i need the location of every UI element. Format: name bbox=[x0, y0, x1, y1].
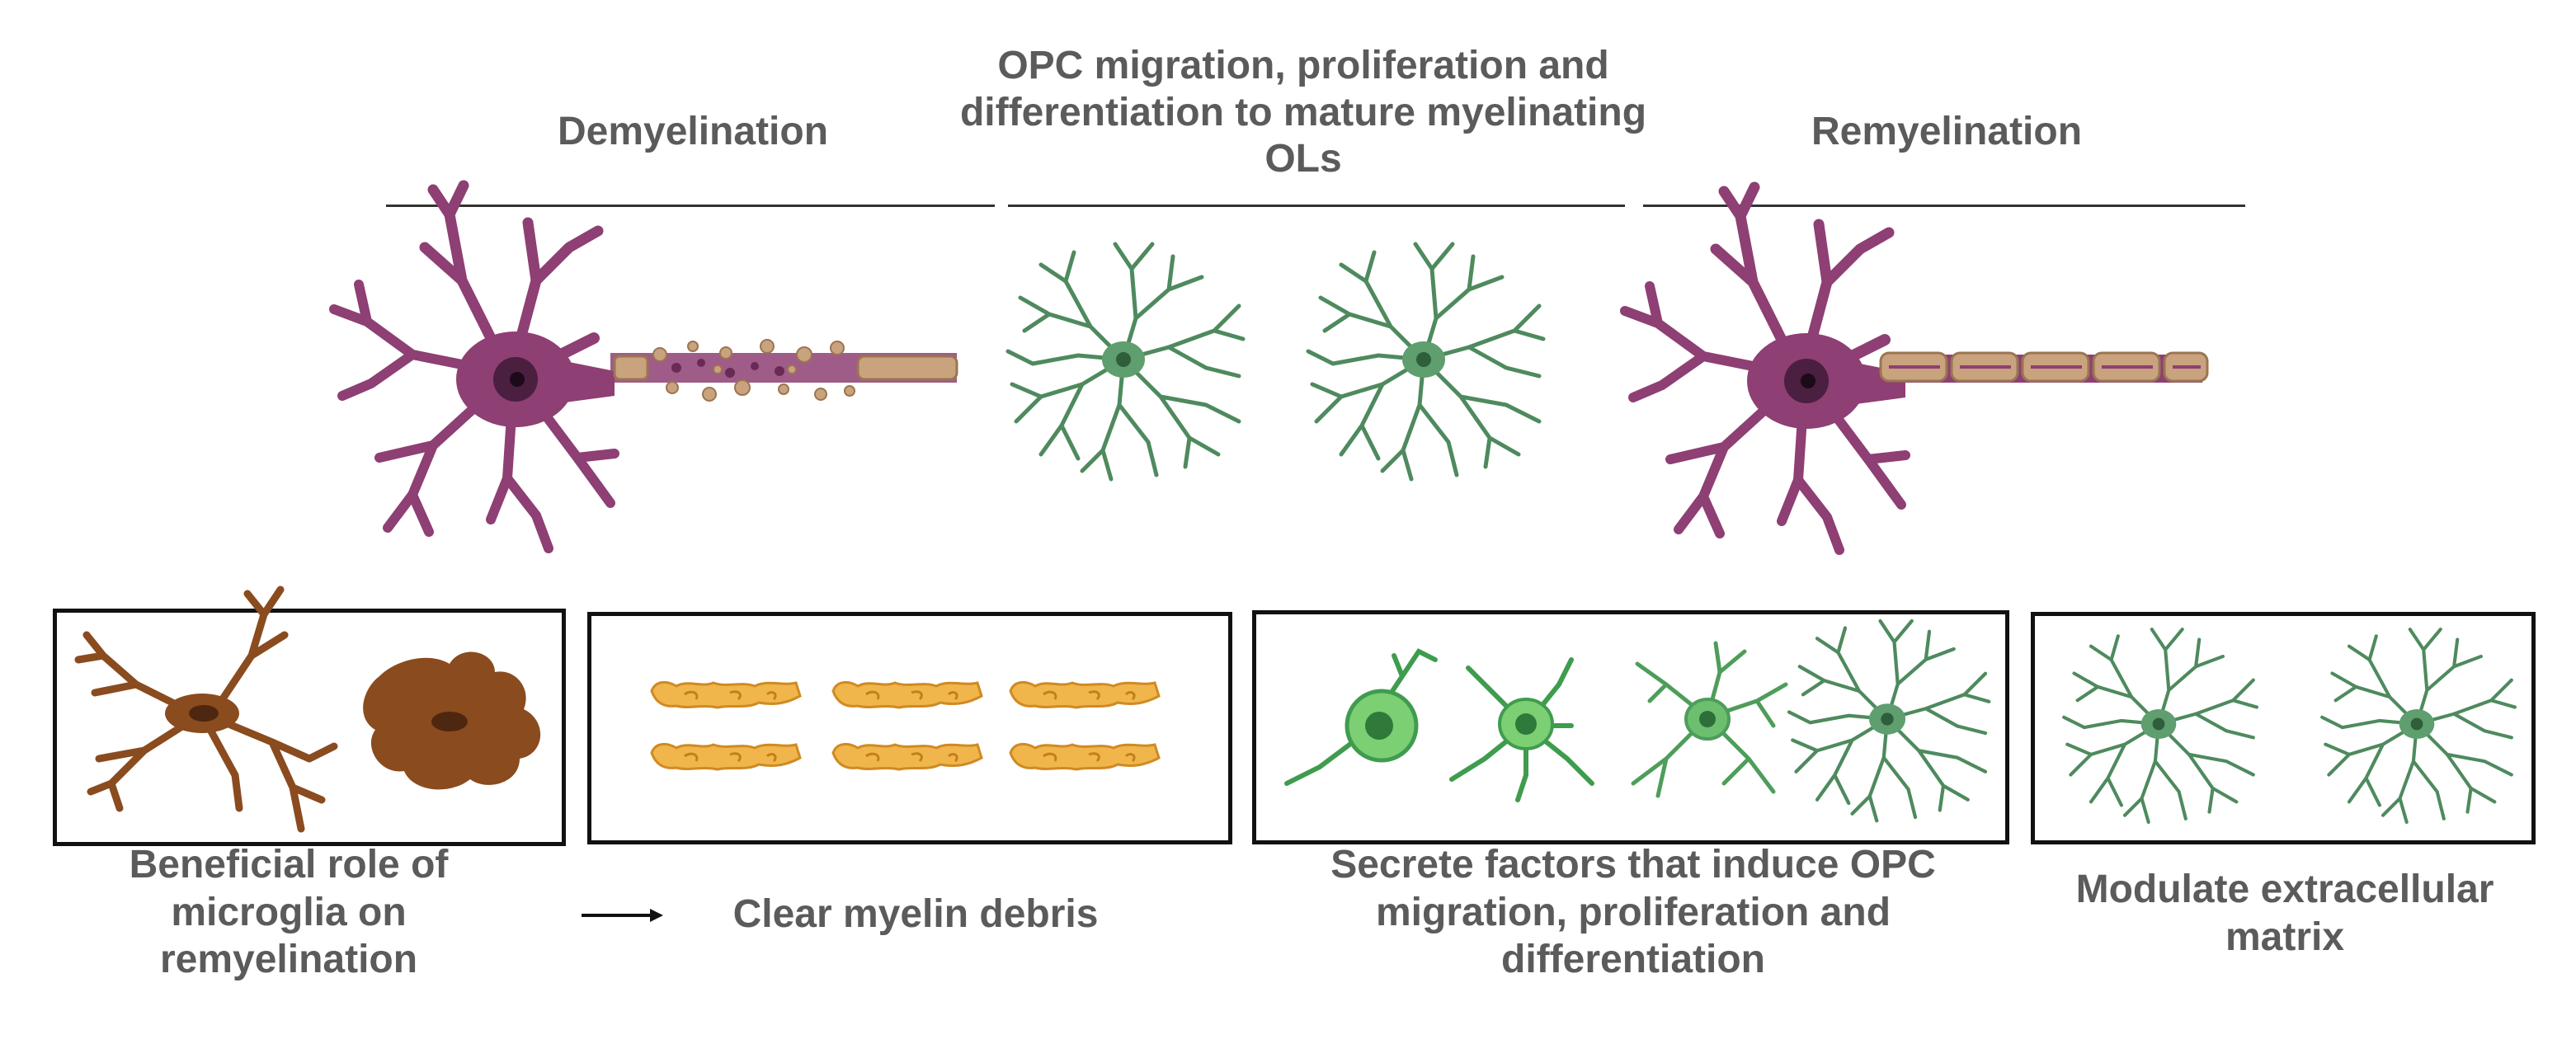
label-beneficial-role: Beneficial role of microglia on remyelin… bbox=[129, 843, 449, 982]
damaged-axon bbox=[610, 339, 958, 402]
heading-opc-differentiation: OPC migration, proliferation and differe… bbox=[959, 44, 1647, 181]
rule-remyelination bbox=[1643, 205, 2245, 207]
opc-stage-1 bbox=[1284, 648, 1438, 786]
heading-demyelination: Demyelination bbox=[557, 110, 829, 153]
oligodendrocyte-top-1 bbox=[1008, 244, 1243, 479]
rule-demyelination bbox=[386, 205, 995, 207]
opc-stage-4 bbox=[1789, 621, 1989, 821]
microglia-ramified bbox=[78, 590, 334, 829]
oligodendrocyte-ecm-1 bbox=[2064, 629, 2257, 822]
microglia-amoeboid bbox=[363, 651, 541, 790]
neuron-demyelinated bbox=[334, 186, 615, 548]
label-secrete-factors: Secrete factors that induce OPC migratio… bbox=[1330, 843, 1936, 982]
neuron-remyelinated bbox=[1625, 187, 1905, 550]
oligodendrocyte-ecm-2 bbox=[2322, 629, 2515, 822]
label-modulate-ecm: Modulate extracellular matrix bbox=[2075, 868, 2494, 959]
opc-stage-3 bbox=[1631, 641, 1788, 798]
myelin-debris-group bbox=[650, 680, 1161, 771]
rule-opc bbox=[1008, 205, 1625, 207]
panel-myelin-debris bbox=[587, 612, 1232, 844]
myelinated-axon bbox=[1879, 351, 2209, 383]
heading-remyelination: Remyelination bbox=[1811, 110, 2083, 153]
opc-stage-2 bbox=[1449, 657, 1594, 802]
oligodendrocyte-top-2 bbox=[1308, 244, 1543, 479]
arrow-icon bbox=[582, 909, 663, 922]
label-clear-debris: Clear myelin debris bbox=[732, 892, 1099, 936]
